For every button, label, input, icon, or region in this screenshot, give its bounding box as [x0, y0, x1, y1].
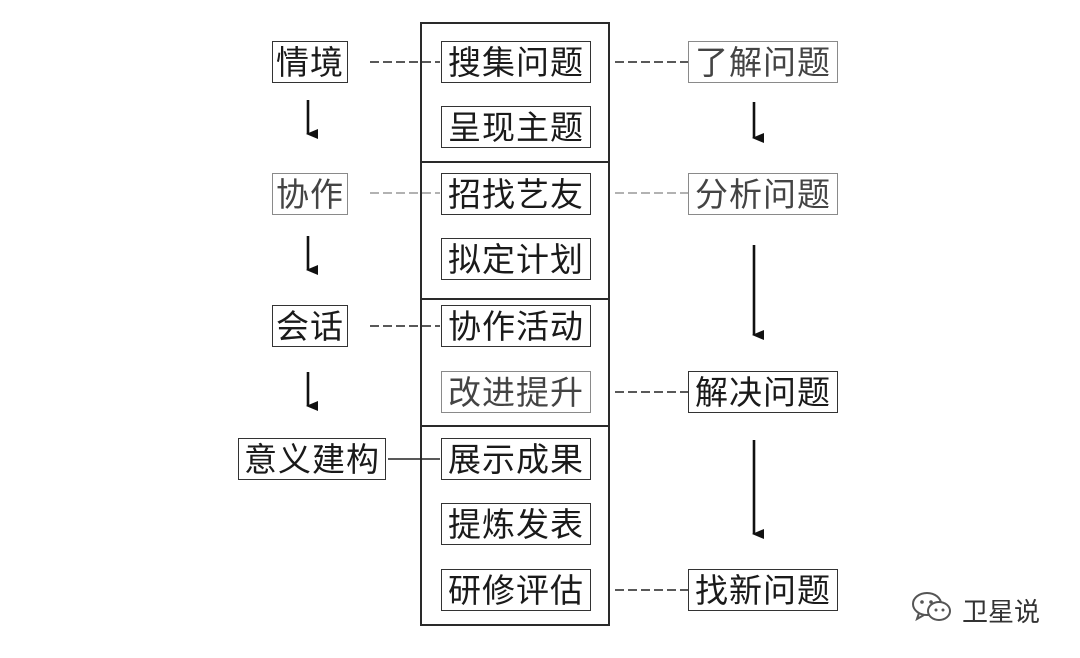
node-collaboration: 协作 [272, 173, 348, 215]
node-find-new-problem: 找新问题 [688, 569, 838, 611]
node-refine-publish: 提炼发表 [441, 503, 591, 545]
node-understand-problem: 了解问题 [688, 41, 838, 83]
stage-divider [420, 298, 610, 300]
node-draft-plan: 拟定计划 [441, 238, 591, 280]
node-analyze-problem: 分析问题 [688, 173, 838, 215]
center-column-frame [420, 22, 610, 626]
node-collaborative-activity: 协作活动 [441, 305, 591, 347]
node-improve: 改进提升 [441, 371, 591, 413]
node-present-theme: 呈现主题 [441, 106, 591, 148]
watermark: 卫星说 [910, 590, 1040, 630]
node-collect-questions: 搜集问题 [441, 41, 591, 83]
stage-divider [420, 425, 610, 427]
stage-divider [420, 161, 610, 163]
wechat-icon [910, 589, 954, 632]
node-training-evaluation: 研修评估 [441, 569, 591, 611]
node-recruit-partners: 招找艺友 [441, 173, 591, 215]
node-conversation: 会话 [272, 305, 348, 347]
node-situation: 情境 [272, 41, 348, 83]
node-meaning-construction: 意义建构 [238, 438, 386, 480]
node-solve-problem: 解决问题 [688, 371, 838, 413]
watermark-text: 卫星说 [962, 597, 1041, 628]
node-show-results: 展示成果 [441, 438, 591, 480]
